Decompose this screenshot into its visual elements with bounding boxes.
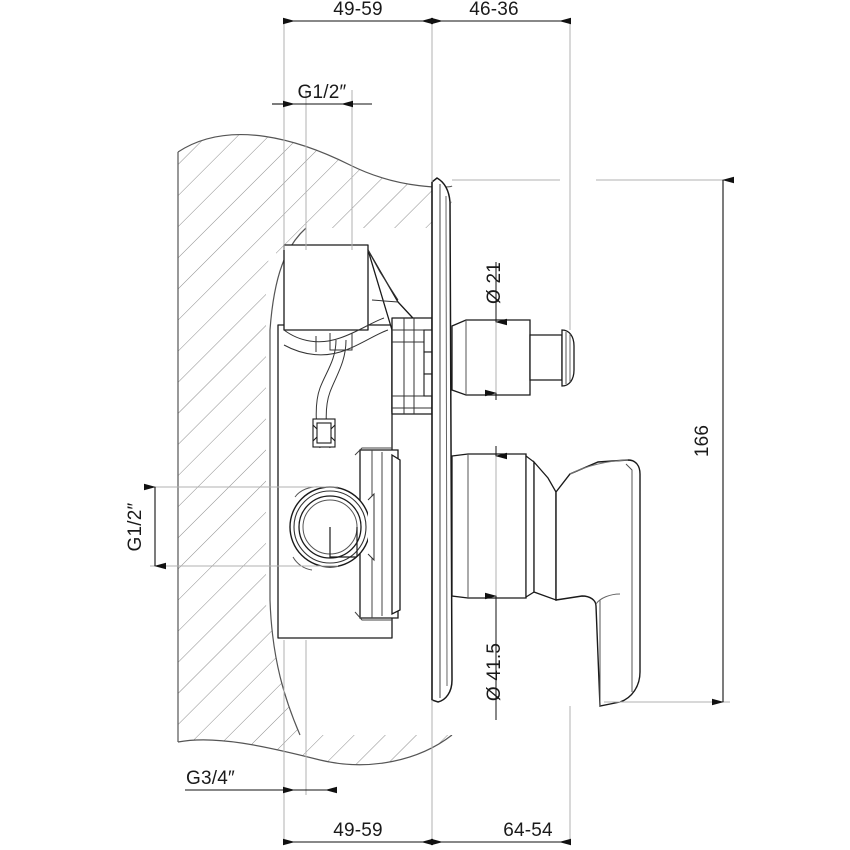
dimension-left-thread-label: G1/2″ — [125, 502, 146, 551]
cartridge-hex-nut — [423, 329, 435, 397]
diverter-spindle — [451, 319, 575, 396]
lever-handle — [451, 453, 641, 707]
dimension-upper-diameter-label: Ø 21 — [484, 262, 505, 304]
dimension-top-left-label: 49-59 — [333, 0, 383, 20]
dimension-left-thread: G1/2″ — [125, 483, 166, 570]
escutcheon-plate — [431, 177, 453, 703]
dimension-right-height: 166 — [692, 176, 734, 706]
dimension-right-height-label: 166 — [692, 425, 713, 457]
dimension-bottom-right: 64-54 — [431, 820, 571, 846]
dimension-bottom-thread: G3/4″ — [185, 768, 337, 794]
dimension-top-right-label: 46-36 — [469, 0, 519, 20]
dimension-top-thread-label: G1/2″ — [298, 82, 347, 103]
dimension-lower-diameter-label: Ø 41.5 — [484, 643, 505, 701]
wall-break-line-bottom — [177, 734, 453, 766]
dimension-top-left: 49-59 — [283, 0, 433, 25]
dimension-upper-diameter: Ø 21 — [484, 262, 507, 400]
dimension-top-thread: G1/2″ — [272, 82, 372, 108]
body-port-detail — [312, 418, 336, 448]
dimension-bottom-thread-label: G3/4″ — [186, 768, 235, 789]
dimension-bottom-left: 49-59 — [283, 820, 433, 846]
outlet-port-circles — [289, 486, 375, 571]
dimension-lower-diameter: Ø 41.5 — [484, 446, 507, 720]
lower-body-flange — [359, 449, 401, 619]
extension-lines — [150, 18, 730, 845]
dimension-bottom-right-label: 64-54 — [503, 820, 553, 841]
dimension-bottom-left-label: 49-59 — [333, 820, 383, 841]
dimension-top-right: 46-36 — [431, 0, 571, 25]
